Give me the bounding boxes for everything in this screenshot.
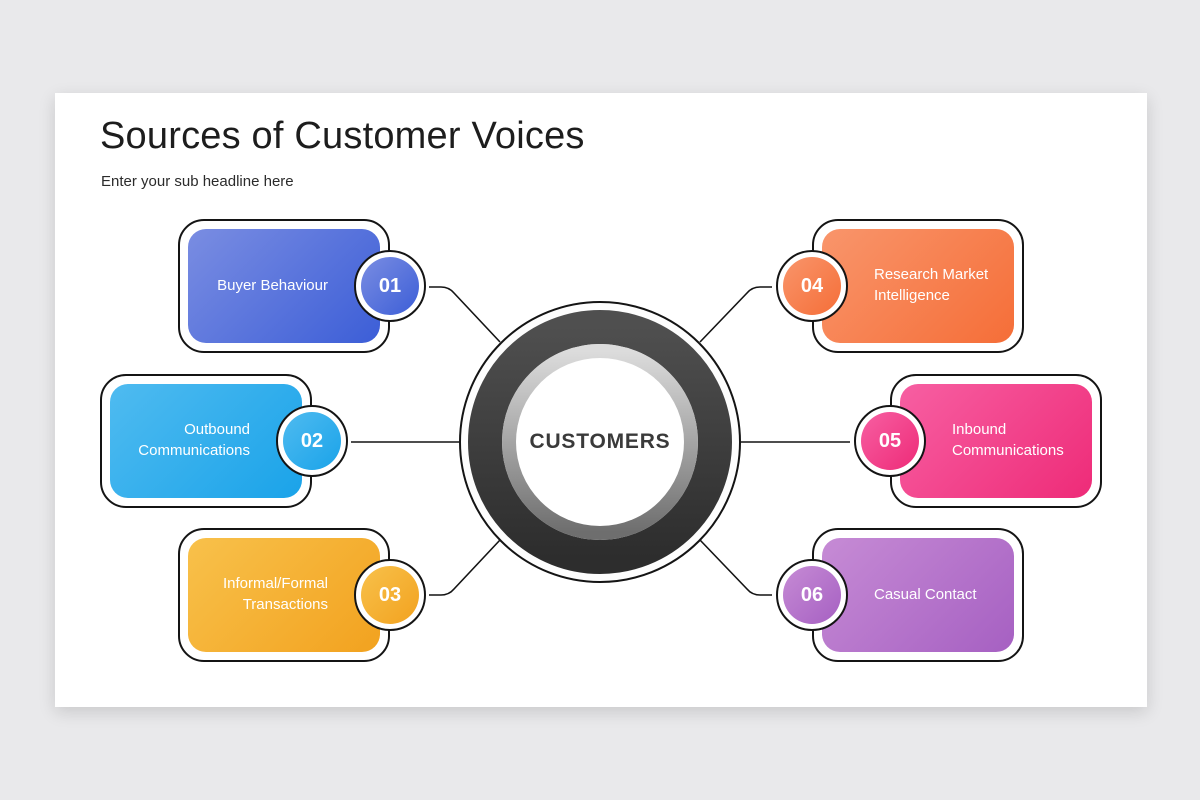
item-label: Inbound Communications — [952, 421, 1064, 459]
item-box-casual-contact: Casual Contact 06 — [776, 528, 1024, 662]
number-text: 02 — [283, 412, 341, 470]
number-badge-02: 02 — [276, 405, 348, 477]
number-badge-05: 05 — [854, 405, 926, 477]
item-fill: Buyer Behaviour — [188, 229, 380, 343]
connector-06 — [699, 539, 772, 596]
connector-01 — [429, 286, 501, 343]
slide-canvas: Sources of Customer Voices Enter your su… — [55, 93, 1147, 707]
item-box-buyer-behaviour: Buyer Behaviour 01 — [178, 219, 426, 353]
number-text: 03 — [361, 566, 419, 624]
customers-ring — [459, 301, 741, 583]
connector-04 — [699, 286, 772, 343]
number-badge-06: 06 — [776, 559, 848, 631]
number-text: 06 — [783, 566, 841, 624]
item-fill: Inbound Communications — [900, 384, 1092, 498]
number-text: 04 — [783, 257, 841, 315]
item-fill: Informal/Formal Transactions — [188, 538, 380, 652]
number-badge-01: 01 — [354, 250, 426, 322]
connector-lines — [351, 286, 850, 596]
number-badge-03: 03 — [354, 559, 426, 631]
page-title: Sources of Customer Voices — [100, 115, 585, 157]
item-box-outbound-communications: Outbound Communications 02 — [100, 374, 348, 508]
item-label: Informal/Formal Transactions — [222, 575, 328, 613]
item-fill: Research Market Intelligence — [822, 229, 1014, 343]
connector-03 — [429, 539, 501, 596]
item-label: Buyer Behaviour — [217, 276, 328, 294]
item-fill: Outbound Communications — [110, 384, 302, 498]
page-subtitle: Enter your sub headline here — [101, 173, 294, 190]
item-box-inbound-communications: Inbound Communications 05 — [854, 374, 1102, 508]
item-box-research-market-intelligence: Research Market Intelligence 04 — [776, 219, 1024, 353]
number-badge-04: 04 — [776, 250, 848, 322]
number-text: 05 — [861, 412, 919, 470]
item-fill: Casual Contact — [822, 538, 1014, 652]
item-label: Research Market Intelligence — [874, 266, 989, 304]
item-label: Casual Contact — [874, 585, 977, 603]
number-text: 01 — [361, 257, 419, 315]
item-box-informal-formal-transactions: Informal/Formal Transactions 03 — [178, 528, 426, 662]
item-label: Outbound Communications — [138, 421, 250, 459]
customers-label: CUSTOMERS — [529, 430, 671, 453]
